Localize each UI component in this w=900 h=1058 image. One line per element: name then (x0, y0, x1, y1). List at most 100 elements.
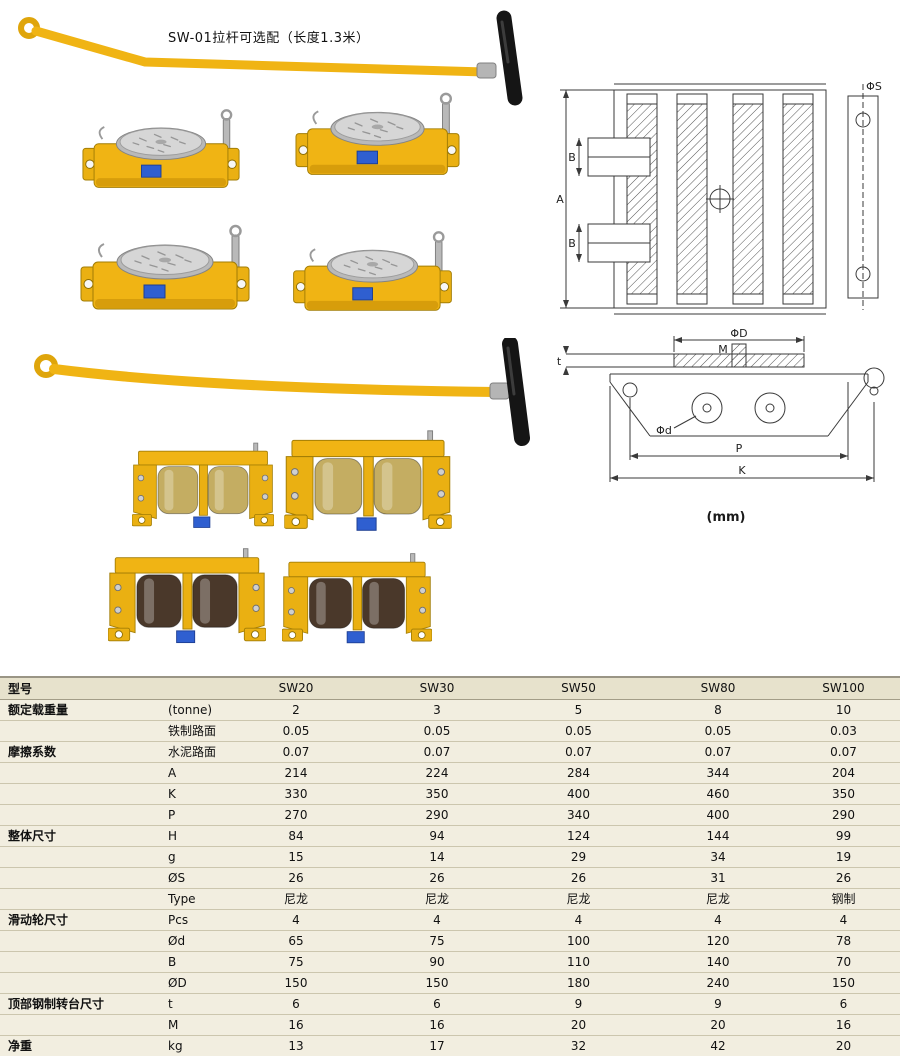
dim-label-B-lower: B (568, 237, 576, 250)
table-cell: 4 (787, 908, 900, 930)
table-cell: 144 (649, 824, 787, 846)
table-cell: 140 (649, 950, 787, 972)
table-cell: 26 (787, 866, 900, 888)
table-cell: 10 (787, 698, 900, 720)
table-cell: 0.07 (366, 740, 508, 762)
row-sub-label: 铁制路面 (162, 719, 226, 741)
row-sub-label: K (162, 782, 226, 804)
table-cell: 460 (649, 782, 787, 804)
row-sub-label: Type (162, 887, 226, 909)
table-cell: 8 (649, 698, 787, 720)
table-cell: 0.03 (787, 719, 900, 741)
table-header-row: 型号 SW20 SW30 SW50 SW80 SW100 (0, 676, 900, 700)
table-cell: 13 (226, 1034, 366, 1056)
header-model: SW80 (649, 676, 787, 700)
table-cell: 4 (226, 908, 366, 930)
table-cell: 3 (366, 698, 508, 720)
row-group-label (0, 866, 162, 888)
table-cell: 400 (508, 782, 649, 804)
table-cell: 14 (366, 845, 508, 867)
header-model: SW20 (226, 676, 366, 700)
row-group-label: 净重 (0, 1034, 162, 1056)
pull-handle-photo-1 (18, 10, 523, 106)
table-cell: 110 (508, 950, 649, 972)
table-cell: 400 (649, 803, 787, 825)
table-cell: 26 (226, 866, 366, 888)
skate-photo-4 (290, 222, 455, 330)
table-cell: 15 (226, 845, 366, 867)
table-cell: 0.07 (649, 740, 787, 762)
pull-handle-photo-2 (34, 338, 530, 446)
dim-label-M: M (718, 343, 728, 356)
row-sub-label: M (162, 1013, 226, 1035)
table-cell: 70 (787, 950, 900, 972)
table-cell: 钢制 (787, 887, 900, 909)
row-group-label: 滑动轮尺寸 (0, 908, 162, 930)
trolley-photo-nylon-2 (282, 427, 454, 537)
row-group-label (0, 761, 162, 783)
row-sub-label: A (162, 761, 226, 783)
table-row: Type 尼龙尼龙尼龙尼龙钢制 (0, 887, 900, 909)
header-model: SW50 (508, 676, 649, 700)
table-cell: 120 (649, 929, 787, 951)
row-sub-label: ØS (162, 866, 226, 888)
row-sub-label: Ød (162, 929, 226, 951)
table-cell: 90 (366, 950, 508, 972)
table-cell: 20 (649, 1013, 787, 1035)
row-sub-label: 水泥路面 (162, 740, 226, 762)
header-sub-spacer (162, 676, 226, 700)
trolley-photo-nylon-1 (132, 438, 274, 535)
table-cell: 224 (366, 761, 508, 783)
table-cell: 204 (787, 761, 900, 783)
table-cell: 0.05 (366, 719, 508, 741)
table-cell: 0.05 (508, 719, 649, 741)
table-cell: 尼龙 (366, 887, 508, 909)
table-cell: 20 (787, 1034, 900, 1056)
table-cell: 350 (787, 782, 900, 804)
row-sub-label: P (162, 803, 226, 825)
table-cell: 180 (508, 971, 649, 993)
table-cell: 9 (649, 992, 787, 1014)
technical-drawing-side: ΦD M t Φd P K (557, 328, 885, 482)
product-photos-section: SW-01拉杆可选配（长度1.3米） (18, 10, 885, 644)
row-group-label: 摩擦系数 (0, 740, 162, 762)
table-cell: 6 (366, 992, 508, 1014)
table-cell: 尼龙 (508, 887, 649, 909)
table-cell: 0.05 (649, 719, 787, 741)
table-cell: 0.07 (508, 740, 649, 762)
header-model-label: 型号 (0, 676, 162, 700)
row-sub-label: H (162, 824, 226, 846)
dim-label-K: K (738, 464, 746, 477)
table-cell: 0.07 (226, 740, 366, 762)
table-cell: 240 (649, 971, 787, 993)
table-cell: 20 (508, 1013, 649, 1035)
table-cell: 32 (508, 1034, 649, 1056)
row-sub-label: t (162, 992, 226, 1014)
table-cell: 9 (508, 992, 649, 1014)
table-cell: 330 (226, 782, 366, 804)
row-group-label: 整体尺寸 (0, 824, 162, 846)
row-sub-label: kg (162, 1034, 226, 1056)
table-cell: 350 (366, 782, 508, 804)
row-group-label: 顶部钢制转台尺寸 (0, 992, 162, 1014)
table-cell: 26 (366, 866, 508, 888)
table-cell: 84 (226, 824, 366, 846)
table-cell: 尼龙 (649, 887, 787, 909)
skate-photo-2 (295, 83, 460, 195)
table-cell: 6 (787, 992, 900, 1014)
row-group-label (0, 845, 162, 867)
dim-label-P: P (736, 442, 743, 455)
table-cell: 4 (366, 908, 508, 930)
dim-label-phiS: ΦS (866, 80, 882, 93)
technical-drawing-plan: A B B ΦS (556, 80, 882, 315)
row-group-label (0, 1013, 162, 1035)
